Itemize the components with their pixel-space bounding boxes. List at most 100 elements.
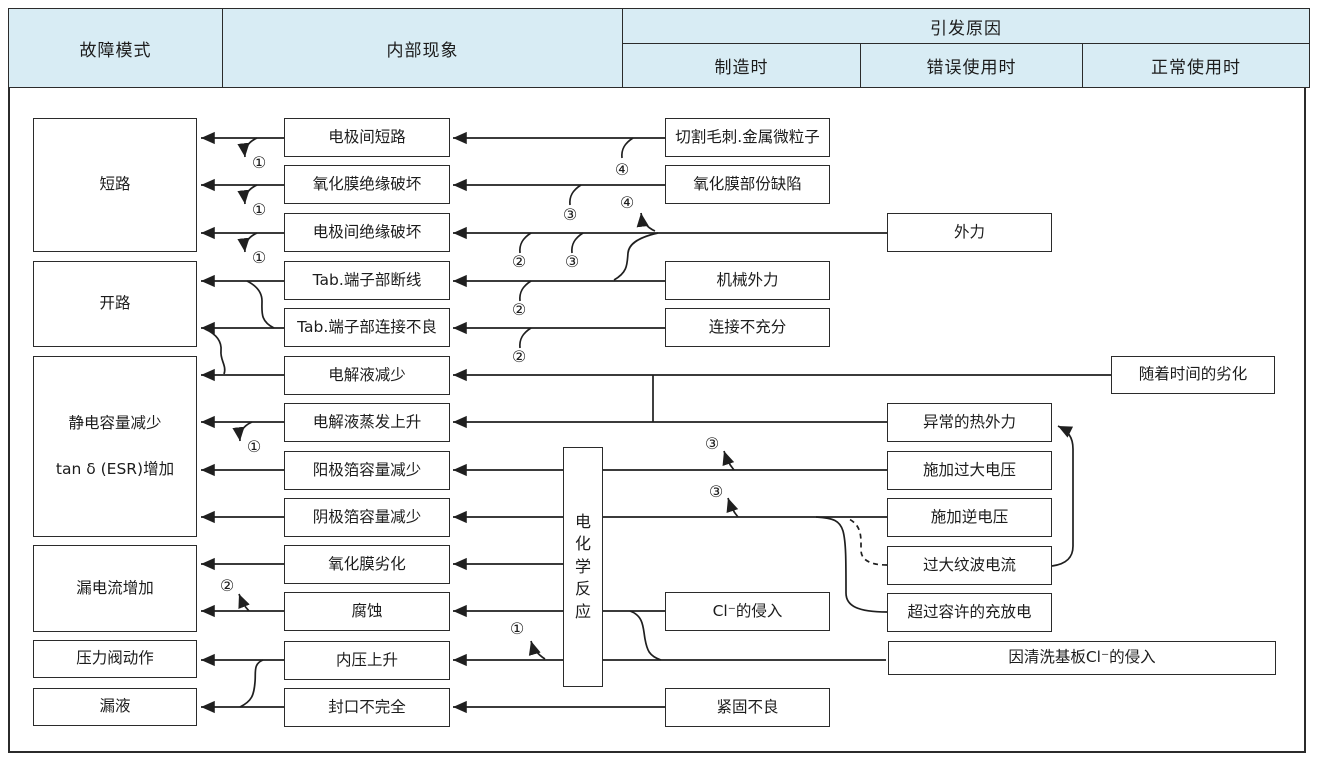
box-leakage-current-increase: 漏电流增加: [33, 545, 197, 632]
box-label: 施加逆电压: [930, 507, 1009, 526]
box-tab-terminal-wire-break: Tab.端子部断线: [284, 261, 450, 300]
hook-1-oxide-insulation: [237, 184, 258, 205]
marker-1: ①: [250, 153, 268, 172]
hook-2-external-force-line: [519, 232, 532, 254]
box-electrode-insulation-breakdown: 电极间绝缘破坏: [284, 213, 450, 252]
box-cutting-burr-metal-particles: 切割毛刺.金属微粒子: [665, 118, 830, 157]
box-label: 紧固不良: [716, 697, 779, 716]
box-excessive-voltage: 施加过大电压: [887, 451, 1052, 490]
header-label: 制造时: [714, 58, 769, 78]
marker-3: ③: [707, 482, 725, 501]
hook-1-electrode-short: [237, 137, 258, 158]
marker-4: ④: [618, 193, 636, 212]
marker-2: ②: [510, 300, 528, 319]
box-label: 氧化膜劣化: [328, 554, 406, 573]
box-label: Tab.端子部断线: [312, 270, 422, 289]
hook-2-up-corrosion: [238, 593, 250, 612]
box-label: 阳极箔容量减少: [312, 460, 422, 479]
marker-2: ②: [510, 252, 528, 271]
header-cell-misuse: 错误使用时: [859, 43, 1084, 88]
hook-4-burr-line: [621, 137, 634, 159]
branch-tab-break-to-tab-connection-line: [246, 280, 275, 329]
box-poor-fastening: 紧固不良: [665, 688, 830, 727]
box-label: Tab.端子部连接不良: [297, 317, 437, 336]
marker-1: ①: [508, 619, 526, 638]
branch-electrolyte-decrease-to-open-circuit: [204, 328, 226, 375]
box-excessive-ripple-current: 过大纹波电流: [887, 546, 1052, 585]
box-label: 封口不完全: [328, 697, 406, 716]
box-label: 施加过大电压: [922, 460, 1016, 479]
box-label: 内压上升: [335, 650, 398, 669]
box-label: 机械外力: [716, 270, 779, 289]
box-label: 开路: [99, 294, 131, 313]
box-label: 超过容许的充放电: [907, 602, 1032, 621]
box-label: tan δ (ESR)增加: [55, 459, 175, 478]
box-cl-intrusion: Cl⁻的侵入: [665, 592, 830, 631]
header-cell-fault-mode: 故障模式: [8, 8, 223, 88]
box-label: 漏电流增加: [76, 578, 154, 597]
box-internal-pressure-rise: 内压上升: [284, 641, 450, 680]
box-label: 电极间绝缘破坏: [312, 222, 422, 241]
branch-pressure-line-to-liquid-leak: [239, 659, 264, 708]
hook-2-connection-line: [519, 327, 532, 349]
box-open-circuit: 开路: [33, 261, 197, 347]
branch-charge-discharge-to-cathode-line: [815, 516, 888, 613]
box-label: 电化学反应: [574, 512, 591, 621]
header-label: 内部现象: [386, 40, 459, 61]
box-label: 外力: [953, 222, 985, 241]
box-label: 切割毛刺.金属微粒子: [675, 127, 820, 146]
hook-4-up-external-force: [636, 212, 656, 232]
box-oxide-film-degradation: 氧化膜劣化: [284, 545, 450, 584]
box-oxide-film-partial-defect: 氧化膜部份缺陷: [665, 165, 830, 204]
box-oxide-film-insulation-breakdown: 氧化膜绝缘破坏: [284, 165, 450, 204]
box-label: 阴极箔容量减少: [312, 507, 422, 526]
box-electrochemical-reaction: 电化学反应: [563, 447, 603, 687]
box-liquid-leakage: 漏液: [33, 688, 197, 726]
box-corrosion: 腐蚀: [284, 592, 450, 631]
box-label: Cl⁻的侵入: [712, 601, 783, 620]
box-electrolyte-decrease: 电解液减少: [284, 356, 450, 395]
branch-corrosion-line-to-pressure-line: [629, 610, 662, 661]
box-time-degradation: 随着时间的劣化: [1111, 356, 1275, 394]
marker-1: ①: [245, 437, 263, 456]
header-label: 引发原因: [930, 18, 1002, 39]
box-tab-terminal-poor-connection: Tab.端子部连接不良: [284, 308, 450, 347]
hook-1-evaporation: [232, 421, 253, 442]
hook-3-up-excessive-voltage: [722, 450, 735, 471]
box-pressure-valve-action: 压力阀动作: [33, 640, 197, 678]
box-label: 氧化膜绝缘破坏: [312, 174, 422, 193]
box-short-circuit: 短路: [33, 118, 197, 252]
hook-1-electrode-insulation: [237, 232, 258, 253]
box-cathode-foil-capacity-decrease: 阴极箔容量减少: [284, 498, 450, 537]
hook-3-up-reverse-voltage: [726, 497, 739, 518]
box-label: 静电容量减少: [68, 414, 162, 433]
box-reverse-voltage: 施加逆电压: [887, 498, 1052, 537]
box-exceed-allowed-charge-discharge: 超过容许的充放电: [887, 593, 1052, 632]
marker-3: ③: [561, 205, 579, 224]
header-label: 正常使用时: [1151, 58, 1241, 78]
box-label: 腐蚀: [351, 601, 383, 620]
branch-external-force-to-tab-break-line: [613, 232, 659, 281]
outer-frame: [8, 8, 1306, 753]
hook-3-external-force-line: [571, 232, 584, 254]
header-label: 错误使用时: [926, 58, 1017, 78]
box-electrode-short: 电极间短路: [284, 118, 450, 157]
hook-3-defect-line: [569, 184, 582, 206]
header-cell-manufacturing: 制造时: [622, 43, 861, 88]
box-board-cleaning-cl-intrusion: 因清洗基板Cl⁻的侵入: [888, 641, 1276, 675]
box-label: 连接不充分: [708, 317, 787, 336]
box-mechanical-force: 机械外力: [665, 261, 830, 300]
hook-1-up-pressure-rise: [528, 640, 546, 660]
marker-1: ①: [250, 200, 268, 219]
box-label: 氧化膜部份缺陷: [693, 174, 802, 193]
marker-4: ④: [613, 160, 631, 179]
box-insufficient-connection: 连接不充分: [665, 308, 830, 347]
box-label: 异常的热外力: [922, 412, 1016, 431]
box-label: 电极间短路: [328, 127, 406, 146]
box-label: 过大纹波电流: [922, 555, 1016, 574]
branch-ripple-current-to-abnormal-heat: [1051, 425, 1074, 567]
branch-ripple-current-dashed: [848, 518, 888, 566]
marker-3: ③: [703, 434, 721, 453]
box-external-force: 外力: [887, 213, 1052, 252]
